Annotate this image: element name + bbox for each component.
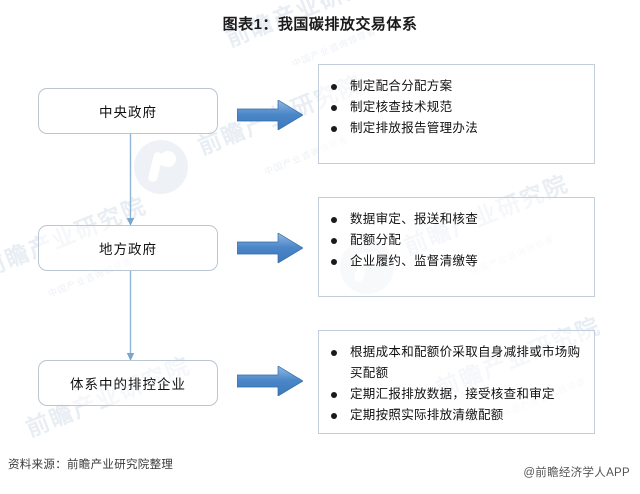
list-item: 制定排放报告管理办法 xyxy=(329,118,586,139)
list-item: 数据审定、报送和核查 xyxy=(329,209,586,230)
arrow-enterprise-to-duties xyxy=(237,366,303,396)
list-item: 配额分配 xyxy=(329,230,586,251)
list-item: 定期汇报排放数据，接受核查和审定 xyxy=(329,384,586,405)
role-box-label: 中央政府 xyxy=(99,105,157,120)
connector-local-to-enterprise xyxy=(126,270,135,361)
detail-box-enterprise-duties[interactable]: 根据成本和配额价采取自身减排或市场购买配额 定期汇报排放数据，接受核查和审定 定… xyxy=(318,330,595,434)
source-note: 资料来源：前瞻产业研究院整理 xyxy=(8,459,174,471)
list-item: 根据成本和配额价采取自身减排或市场购买配额 xyxy=(329,342,586,384)
list-item: 制定核查技术规范 xyxy=(329,97,586,118)
list-item: 企业履约、监督清缴等 xyxy=(329,251,586,272)
duty-list: 制定配合分配方案 制定核查技术规范 制定排放报告管理办法 xyxy=(329,76,586,139)
duty-list: 数据审定、报送和核查 配额分配 企业履约、监督清缴等 xyxy=(329,209,586,272)
detail-box-local-government-duties[interactable]: 数据审定、报送和核查 配额分配 企业履约、监督清缴等 xyxy=(318,197,595,297)
arrow-central-to-duties xyxy=(237,100,303,130)
list-item: 制定配合分配方案 xyxy=(329,76,586,97)
list-item: 定期按照实际排放清缴配额 xyxy=(329,405,586,426)
role-box-local-government[interactable]: 地方政府 xyxy=(38,225,218,271)
role-box-central-government[interactable]: 中央政府 xyxy=(38,88,218,134)
role-box-controlled-enterprises[interactable]: 体系中的排控企业 xyxy=(38,360,218,406)
footer: 资料来源：前瞻产业研究院整理 @前瞻经济学人APP xyxy=(0,442,640,494)
role-box-label: 地方政府 xyxy=(99,242,157,257)
page-title: 图表1：我国碳排放交易体系 xyxy=(222,16,418,33)
role-box-label: 体系中的排控企业 xyxy=(70,377,186,392)
duty-list: 根据成本和配额价采取自身减排或市场购买配额 定期汇报排放数据，接受核查和审定 定… xyxy=(329,342,586,426)
connector-central-to-local xyxy=(126,133,135,226)
app-credit: @前瞻经济学人APP xyxy=(523,467,630,479)
arrow-local-to-duties xyxy=(237,233,303,263)
detail-box-central-government-duties[interactable]: 制定配合分配方案 制定核查技术规范 制定排放报告管理办法 xyxy=(318,64,595,164)
